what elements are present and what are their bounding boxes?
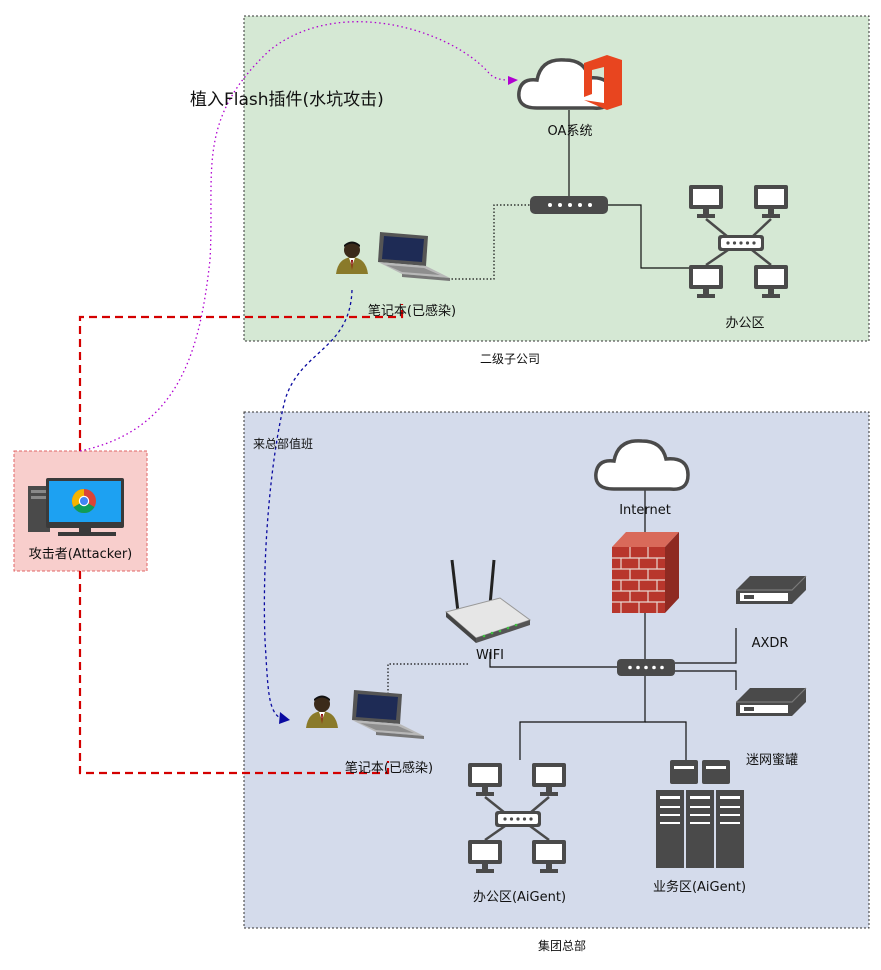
hq-office-cluster bbox=[468, 763, 566, 873]
switch-icon bbox=[617, 659, 675, 676]
server-icon bbox=[735, 575, 807, 605]
sub-office-cluster bbox=[689, 185, 788, 298]
hq-caption: 集团总部 bbox=[537, 939, 586, 953]
subsidiary-caption: 二级子公司 bbox=[479, 352, 540, 366]
hq-links bbox=[387, 490, 737, 760]
switch-icon bbox=[718, 235, 764, 251]
attacker-label: 攻击者(Attacker) bbox=[28, 547, 133, 562]
oa-system-label: OA系统 bbox=[547, 124, 593, 139]
to-hq-duty-label: 来总部值班 bbox=[253, 437, 314, 451]
watering-hole-label: 植入Flash插件(水坑攻击) bbox=[190, 90, 384, 110]
server-rack-icon bbox=[656, 760, 744, 868]
hq-laptop-label: 笔记本(已感染) bbox=[344, 761, 434, 776]
honeypot-label: 迷网蜜罐 bbox=[745, 753, 798, 768]
attacker-pc-icon bbox=[28, 478, 124, 536]
hq-office-label: 办公区(AiGent) bbox=[472, 890, 567, 905]
wifi-label: WIFI bbox=[476, 648, 504, 663]
attack-paths bbox=[78, 21, 518, 775]
wifi-router-icon bbox=[444, 559, 532, 643]
internet-label: Internet bbox=[619, 503, 671, 518]
firewall-icon bbox=[612, 532, 679, 613]
switch-icon bbox=[530, 196, 608, 214]
axdr-label: AXDR bbox=[751, 636, 789, 651]
subsidiary-links bbox=[448, 110, 690, 280]
switch-icon bbox=[495, 811, 541, 827]
business-label: 业务区(AiGent) bbox=[652, 880, 747, 895]
sub-office-label: 办公区 bbox=[725, 316, 765, 331]
server-icon bbox=[735, 687, 807, 717]
sub-laptop-label: 笔记本(已感染) bbox=[367, 304, 457, 319]
office-logo-icon bbox=[584, 55, 622, 110]
